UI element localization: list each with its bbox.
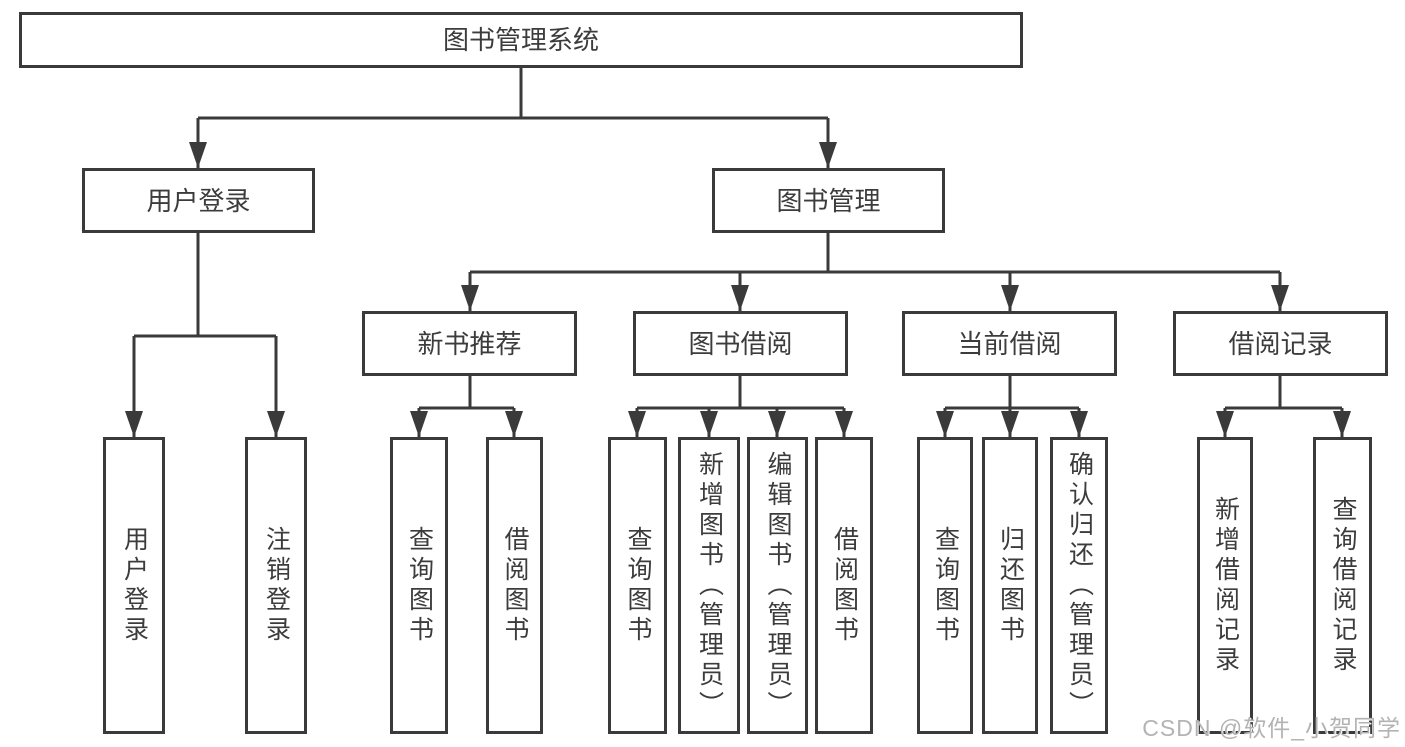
node-book-borrowing: 图书借阅 — [633, 311, 848, 376]
watermark: CSDN @软件_小贺同学 — [1142, 715, 1401, 741]
leaf-logout: 注销登录 — [245, 437, 307, 734]
leaf-borrow-borrow-books: 借阅图书 — [815, 437, 873, 734]
node-borrowing-records: 借阅记录 — [1173, 311, 1388, 376]
leaf-borrow-add-books-admin: 新增图书（管理员） — [678, 437, 740, 734]
node-new-book-recommendation: 新书推荐 — [362, 311, 577, 376]
leaf-borrow-query-books: 查询图书 — [608, 437, 667, 734]
node-book-management: 图书管理 — [712, 168, 945, 233]
leaf-records-add-record: 新增借阅记录 — [1197, 437, 1253, 734]
leaf-borrow-edit-books-admin: 编辑图书（管理员） — [747, 437, 808, 734]
leaf-records-query-record: 查询借阅记录 — [1313, 437, 1372, 734]
arrowheads — [125, 142, 1351, 437]
leaf-newbook-borrow-books: 借阅图书 — [486, 437, 543, 734]
leaf-current-confirm-return-admin: 确认归还（管理员） — [1050, 437, 1108, 734]
leaf-user-login: 用户登录 — [103, 437, 165, 734]
leaf-current-query-books: 查询图书 — [917, 437, 973, 734]
leaf-newbook-query-books: 查询图书 — [390, 437, 448, 734]
node-root: 图书管理系统 — [19, 12, 1023, 68]
node-user-login: 用户登录 — [82, 168, 315, 233]
node-current-borrowing: 当前借阅 — [902, 311, 1117, 376]
leaf-current-return-books: 归还图书 — [982, 437, 1038, 734]
